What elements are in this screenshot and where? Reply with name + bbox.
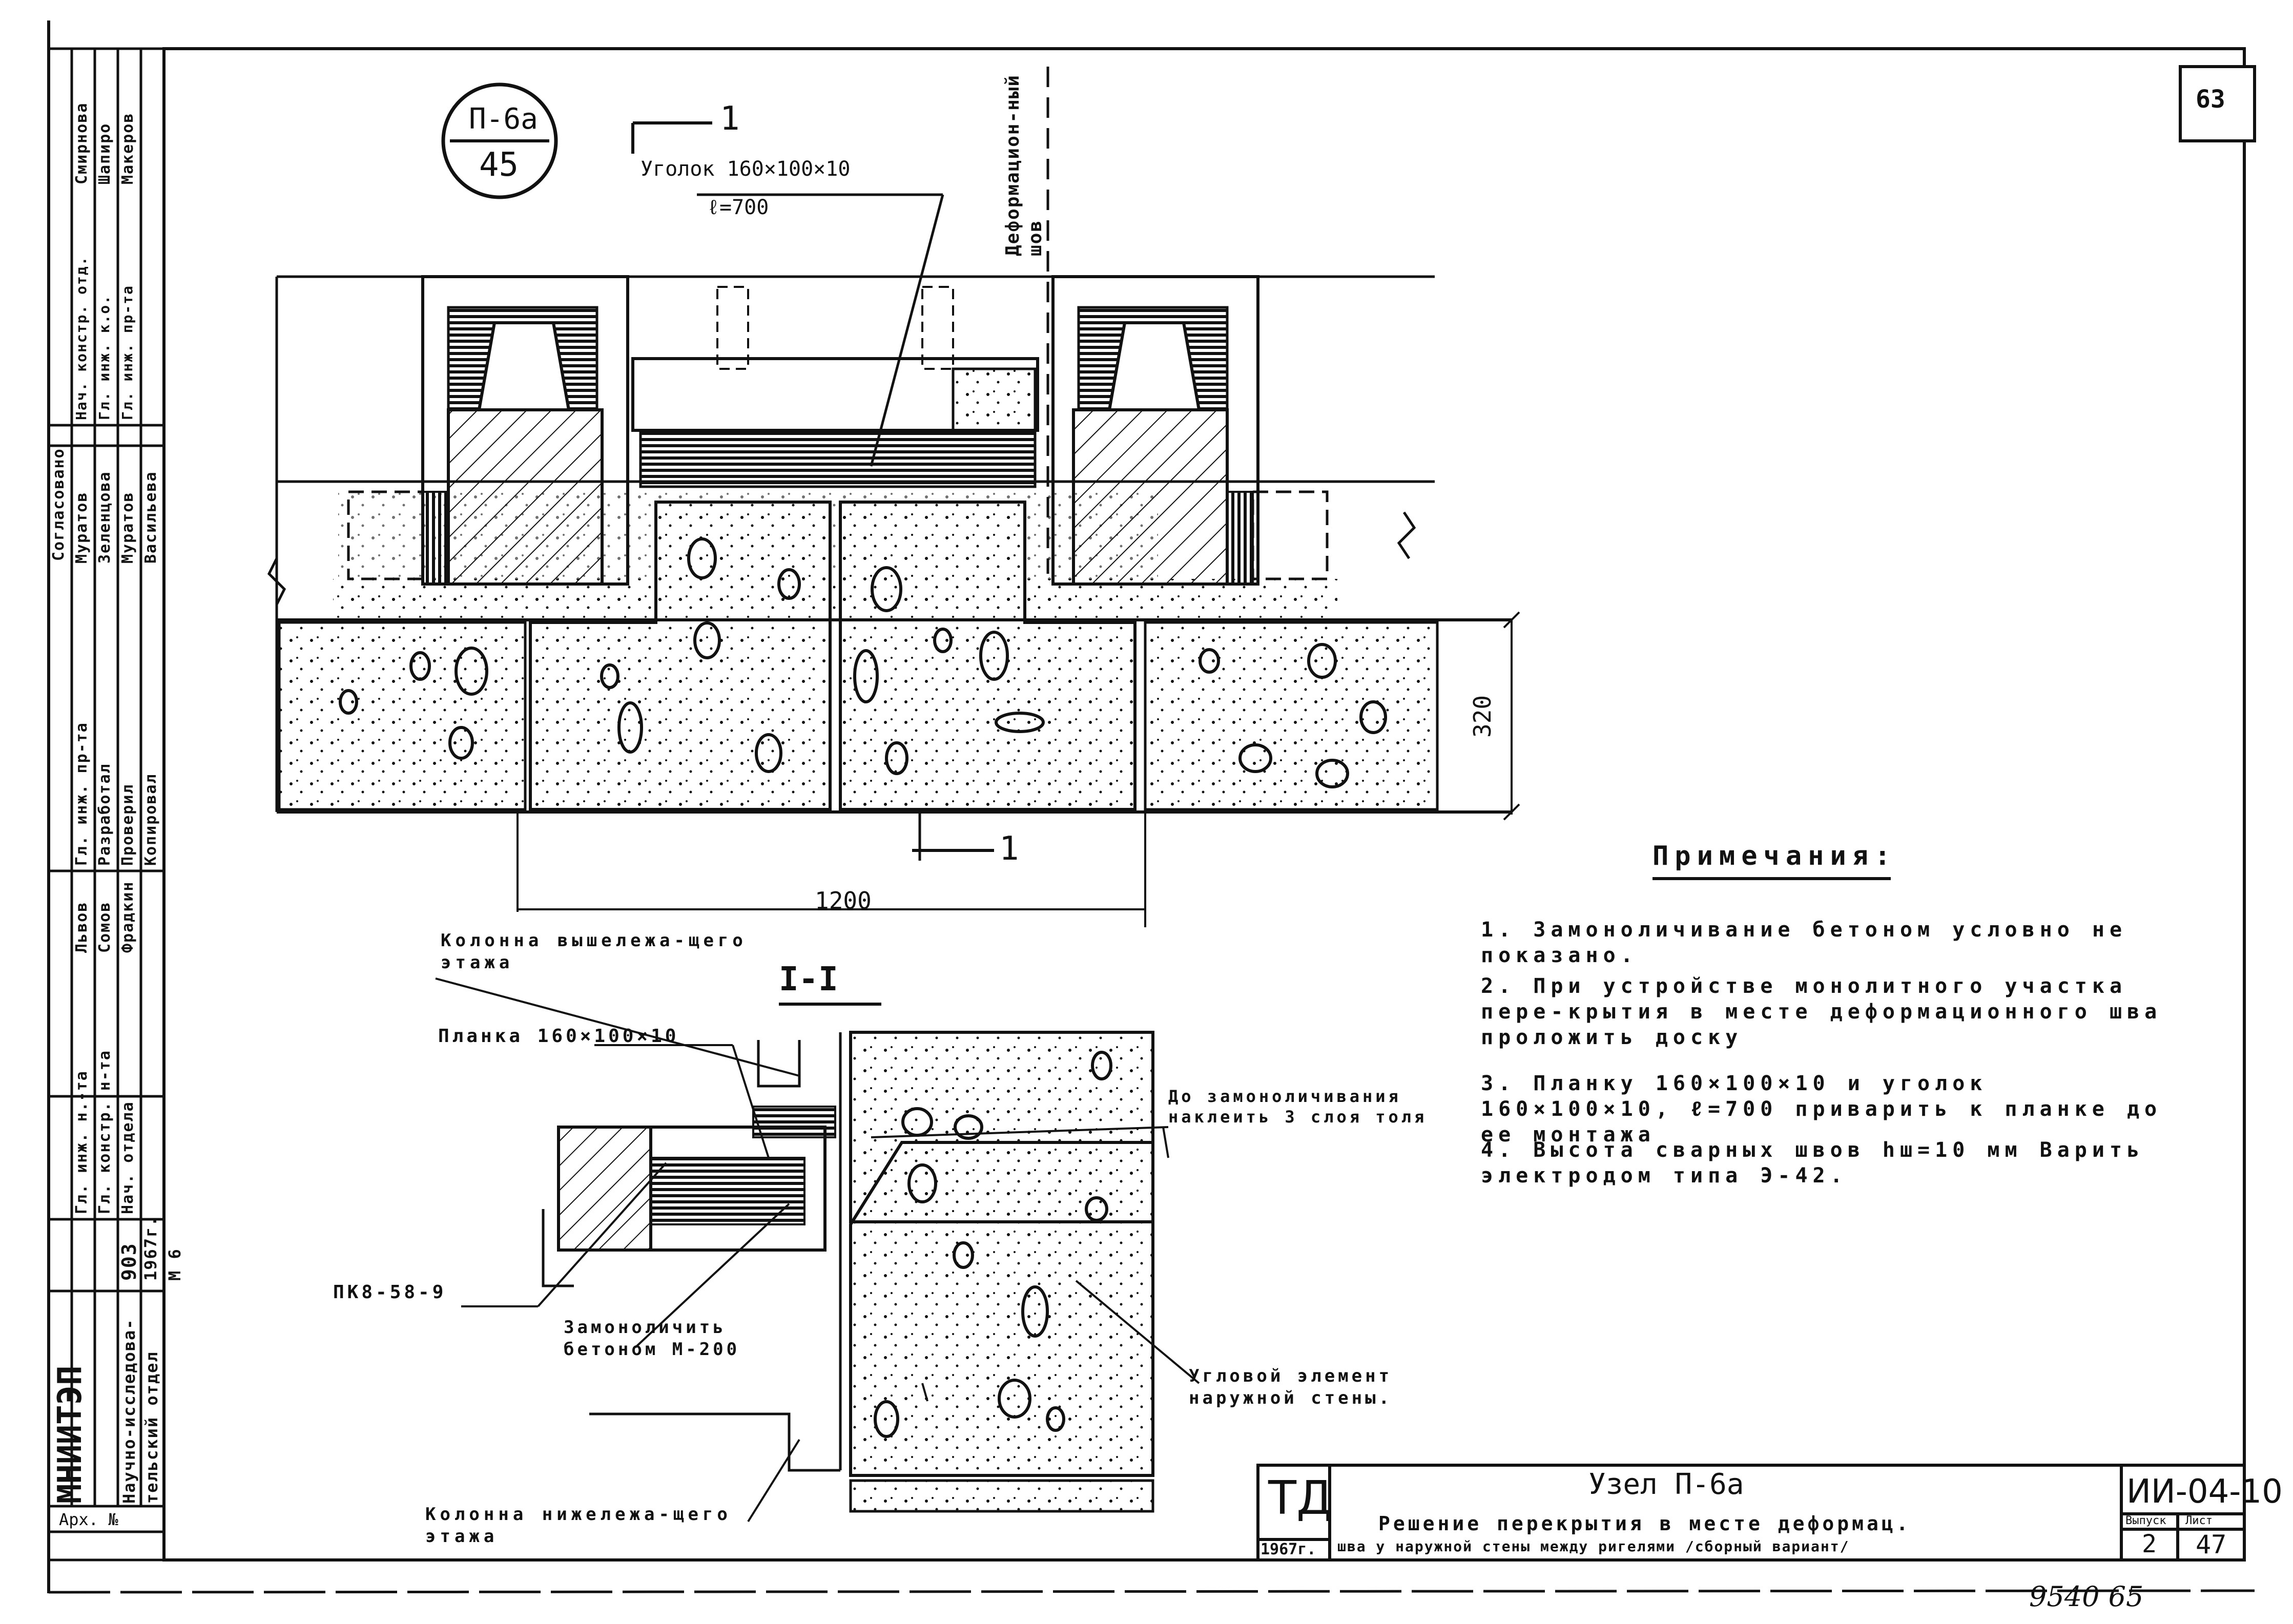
stamp-role: Гл. инж. пр-та [73, 722, 91, 866]
section-view [435, 977, 1200, 1523]
stamp-role: Гл. инж. к.о. [96, 294, 113, 420]
stamp-name: Фрадкин [119, 881, 137, 953]
panel-label: ПК8-58-9 [333, 1282, 447, 1303]
issue-label: Выпуск [2125, 1514, 2166, 1527]
outer-frame-bottom [48, 1589, 2255, 1594]
stamp-code-2: 1967г. [141, 1215, 160, 1281]
node-description-1: Решение перекрытия в месте деформац. [1378, 1512, 1911, 1535]
note-item: 3. Планку 160×100×10 и уголок 160×100×10… [1481, 1072, 2162, 1147]
sheet-label: Лист [2185, 1514, 2213, 1527]
joint-label: Деформацион-ный шов [1002, 74, 1046, 256]
stamp-role: Нач. констр. отд. [73, 256, 90, 420]
stamp-agreed: Согласовано [50, 448, 68, 561]
stamp-role: Проверил [119, 783, 137, 866]
column-upper-label: Колонна вышележа-щего этажа [441, 930, 747, 973]
dim-width: 1200 [815, 887, 872, 914]
angle-label: Уголок 160×100×10 [641, 157, 851, 181]
tar-note: До замоноличивания наклеить 3 слоя толя [1168, 1087, 1428, 1127]
node-title: Узел П-6а [1588, 1468, 1744, 1501]
note-item: 1. Замоноличивание бетоном условно не по… [1481, 918, 2127, 967]
section-title: I-I [779, 961, 838, 998]
page-number: 63 [2196, 85, 2225, 114]
plan-section-mark-bottom: 1 [999, 830, 1019, 868]
title-block-grid [1256, 1464, 2246, 1561]
stamp-role: Гл. инж. н.-та [73, 1070, 91, 1214]
stamp-name: Муратов [119, 491, 137, 564]
drawing-code: ИИ-04-10 [2126, 1473, 2283, 1511]
dim-height: 320 [1469, 695, 1496, 738]
column-lower-label: Колонна нижележа-щего этажа [425, 1504, 732, 1547]
handwritten-number: 9540 65 [2029, 1580, 2144, 1613]
stamp-role: Гл. инж. пр-та [119, 284, 136, 420]
angle-length: ℓ=700 [707, 196, 769, 219]
issue-value: 2 [2142, 1530, 2157, 1558]
sheet-value: 47 [2196, 1530, 2227, 1559]
side-stamp-grid [47, 47, 166, 1561]
stamp-name: Васильева [142, 471, 160, 564]
stamp-name: Сомов [96, 901, 114, 953]
stamp-role: Нач. отдела [119, 1101, 137, 1214]
stamp-org: МНИИТЭП [51, 1365, 89, 1504]
stamp-name: Зеленцова [96, 471, 114, 564]
stamp-archive: Арх. № [59, 1510, 118, 1529]
stamp-role: Разработал [96, 763, 114, 866]
stamp-role: Копировал [142, 773, 160, 866]
page-number-box [2179, 65, 2256, 142]
stamp-name: Львов [73, 901, 91, 953]
node-description-2: шва у наружной стены между ригелями /сбо… [1337, 1538, 1850, 1555]
stamp-name: Шапиро [96, 122, 114, 184]
stamp-name: Макеров [119, 112, 137, 184]
series-year: 1967г. [1261, 1540, 1316, 1558]
plan-section-mark-top: 1 [720, 100, 740, 138]
note-item: 2. При устройстве монолитного участка пе… [1481, 974, 2162, 1049]
stamp-code-1: 903 [118, 1242, 140, 1281]
series-mark: ТД [1268, 1471, 1333, 1525]
stamp-code-3: М 6 [165, 1248, 184, 1281]
stamp-org-sub: Научно-исследова-тельский отдел [119, 1318, 161, 1504]
plate-label: Планка 160×100×10 [438, 1026, 679, 1047]
node-marker-bottom: 45 [479, 146, 519, 184]
stamp-role: Гл. констр. н-та [96, 1050, 114, 1214]
corner-element-label: Угловой элемент наружной стены. [1189, 1366, 1393, 1408]
stamp-name: Смирнова [73, 102, 91, 185]
plan-view [267, 67, 1520, 927]
node-marker-top: П-6а [469, 102, 538, 136]
stamp-name: Муратов [73, 491, 91, 564]
monolith-label: Замоноличить бетоном М-200 [564, 1317, 740, 1360]
notes-title: Примечания: [1652, 841, 1897, 871]
note-item: 4. Высота сварных швов hш=10 мм Варить э… [1481, 1138, 2145, 1188]
